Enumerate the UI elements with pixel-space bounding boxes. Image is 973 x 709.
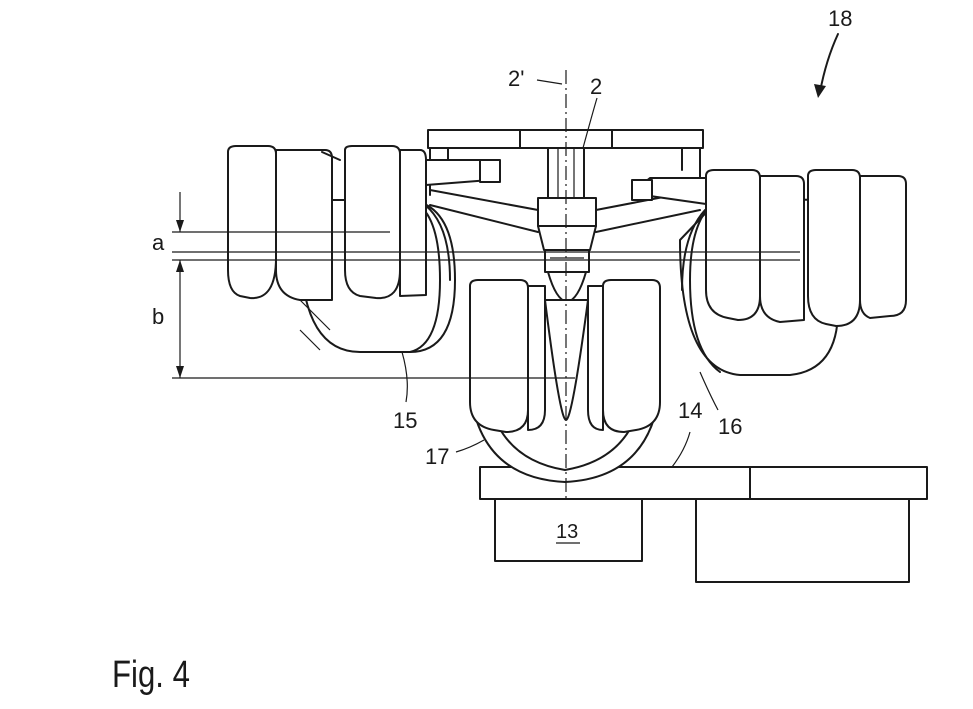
- label-2: 2: [590, 74, 602, 99]
- base-blocks: [479, 466, 928, 583]
- label-2prime: 2': [508, 66, 524, 91]
- label-17: 17: [425, 444, 449, 469]
- right-gripper: [631, 169, 907, 376]
- label-dim-b: b: [152, 304, 164, 329]
- leader-lines: [401, 33, 839, 468]
- label-15: 15: [393, 408, 417, 433]
- label-dim-a: a: [152, 230, 165, 255]
- label-16: 16: [718, 414, 742, 439]
- label-13: 13: [556, 521, 578, 543]
- figure-caption: Fig. 4: [112, 654, 190, 696]
- dimension-lines: [172, 192, 800, 379]
- center-gripper: [469, 279, 661, 483]
- reference-labels: 18 2' 2 a b 15 16 14 17 13: [152, 6, 852, 544]
- left-gripper: [227, 145, 501, 353]
- label-18: 18: [828, 6, 852, 31]
- label-14: 14: [678, 398, 702, 423]
